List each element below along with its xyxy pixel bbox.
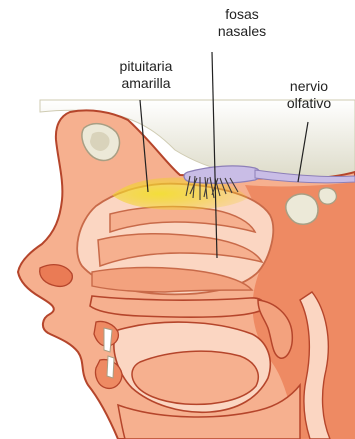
label-nervio-olfativo: nervio olfativo <box>268 78 350 112</box>
lower-tooth <box>107 356 114 378</box>
label-fosas-nasales: fosas nasales <box>200 6 284 40</box>
upper-tooth <box>104 328 112 352</box>
label-fosas-line-2: nasales <box>200 23 284 40</box>
label-pituitaria-line-2: amarilla <box>95 75 197 92</box>
label-fosas-line-1: fosas <box>200 6 284 23</box>
label-nervio-line-1: nervio <box>268 78 350 95</box>
label-pituitaria-line-1: pituitaria <box>95 58 197 75</box>
label-pituitaria-amarilla: pituitaria amarilla <box>95 58 197 92</box>
label-nervio-line-2: olfativo <box>268 95 350 112</box>
tongue <box>132 351 258 404</box>
small-bone <box>319 188 337 204</box>
